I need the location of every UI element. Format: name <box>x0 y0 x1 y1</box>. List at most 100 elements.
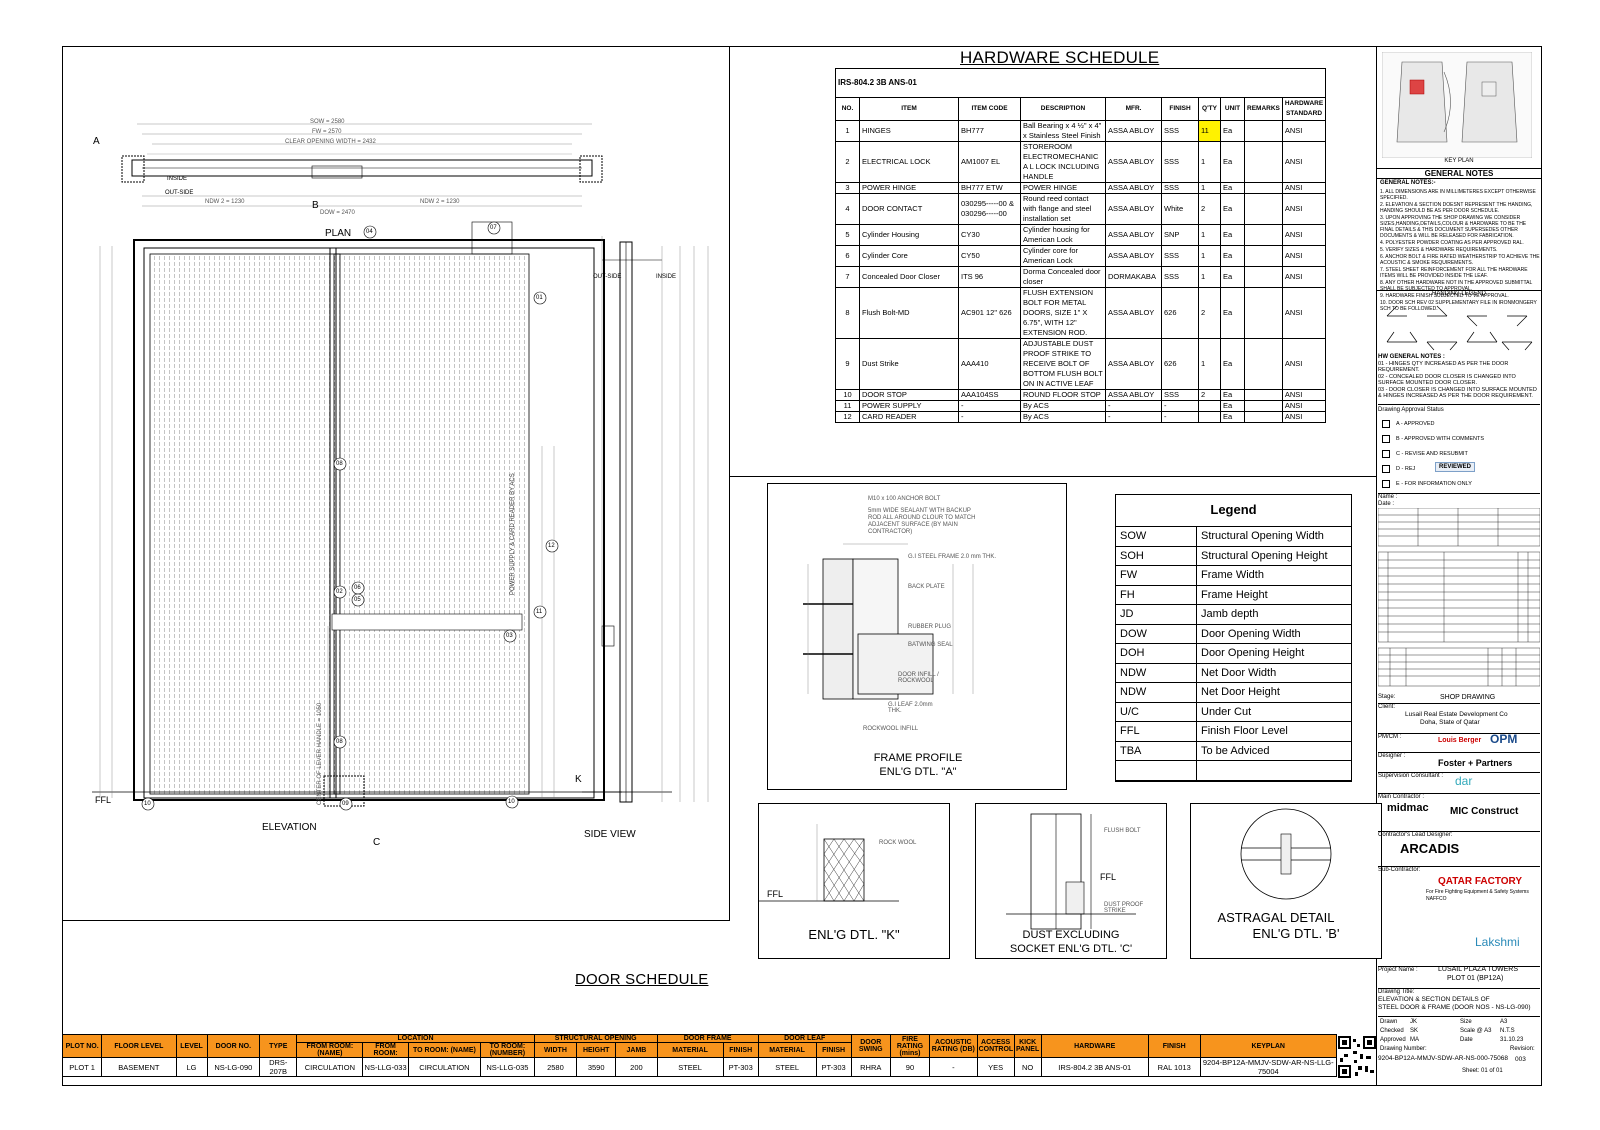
ds-cell: IRS-804.2 3B ANS-01 <box>1040 1057 1149 1077</box>
rubber-plug-note: RUBBER PLUG <box>908 624 952 630</box>
legend-meaning: Net Door Height <box>1196 682 1352 703</box>
sheet-number: Sheet: 01 of 01 <box>1462 1068 1503 1074</box>
hardware-cell-unit: Ea <box>1220 141 1246 183</box>
hardware-cell-standard: ANSI <box>1281 245 1327 267</box>
hardware-cell-qty: 2 <box>1198 389 1222 401</box>
frame-profile-subtitle: ENL'G DTL. "A" <box>879 766 957 778</box>
frame-profile-title: FRAME PROFILE <box>873 752 963 764</box>
ds-cell: 90 <box>889 1057 931 1077</box>
designer-logo: Foster + Partners <box>1438 758 1513 768</box>
general-note: 1. ALL DIMENSIONS ARE IN MILLIMETERES EX… <box>1380 189 1536 201</box>
hardware-cell-unit: Ea <box>1220 287 1246 339</box>
approval-checkbox[interactable] <box>1382 434 1390 443</box>
hardware-cell-item: Dust Strike <box>859 338 959 390</box>
ds-acoustic-rating: ACOUSTIC RATING (DB) <box>929 1034 978 1058</box>
hardware-cell-item-code: BH777 <box>958 120 1021 142</box>
frame-profile-drawing <box>803 543 974 700</box>
handing-legend-title: HANDING LEGEND <box>1376 290 1542 297</box>
legend-abbreviation: SOW <box>1115 526 1197 547</box>
hardware-cell-item-code: - <box>958 400 1021 412</box>
hardware-cell-qty: 1 <box>1198 266 1222 288</box>
hardware-cell-no: 8 <box>835 287 860 339</box>
legend-meaning: Under Cut <box>1196 701 1352 722</box>
checked-value: SK <box>1410 1028 1419 1034</box>
ds-cell: 2580 <box>533 1057 578 1077</box>
col-remarks: REMARKS <box>1244 97 1283 121</box>
hardware-cell-item: DOOR STOP <box>859 389 959 401</box>
hardware-cell-finish: 626 <box>1161 338 1200 390</box>
col-unit: UNIT <box>1220 97 1246 121</box>
ds-cell: 200 <box>615 1057 658 1077</box>
hardware-cell-standard: ANSI <box>1281 287 1327 339</box>
hardware-cell-finish: SNP <box>1161 224 1200 246</box>
astragal-drawing <box>1240 808 1332 900</box>
legend-abbreviation: U/C <box>1115 701 1197 722</box>
legend-meaning: Frame Width <box>1196 565 1352 586</box>
flush-bolt-note: FLUSH BOLT <box>1104 828 1141 834</box>
hardware-cell-item: CARD READER <box>859 411 959 423</box>
hardware-header-row: NO. ITEM ITEM CODE DESCRIPTION MFR. FINI… <box>835 97 1327 121</box>
approval-option[interactable]: E - FOR INFORMATION ONLY <box>1382 476 1532 491</box>
hardware-cell-finish: 626 <box>1161 287 1200 339</box>
hardware-cell-standard: ANSI <box>1281 182 1327 194</box>
scale-label: Scale @ A3 <box>1460 1028 1492 1034</box>
reviewed-stamp: REVIEWED <box>1435 462 1476 472</box>
approval-option[interactable]: A - APPROVED <box>1382 416 1532 431</box>
callout-09: 09 <box>342 801 349 807</box>
mic-construct-logo: MIC Construct <box>1450 806 1519 817</box>
hardware-cell-unit: Ea <box>1220 182 1246 194</box>
hardware-cell-item: Cylinder Housing <box>859 224 959 246</box>
hardware-cell-no: 2 <box>835 141 860 183</box>
hw-general-notes-title: HW GENERAL NOTES : <box>1378 354 1445 360</box>
approval-label: A - APPROVED <box>1396 420 1435 427</box>
hw-general-note: 01 - HINGES QTY INCREASED AS PER THE DOO… <box>1378 361 1509 373</box>
hardware-cell-remarks <box>1244 266 1283 288</box>
hardware-cell-unit: Ea <box>1220 266 1246 288</box>
general-note: 10. DOOR SCH REV 02 SUPPLEMENTARY FILE I… <box>1380 300 1537 312</box>
hardware-cell-item-code: AAA104SS <box>958 389 1021 401</box>
ds-cell: NS-LLG-033 <box>362 1057 409 1077</box>
approval-checkbox[interactable] <box>1382 419 1390 428</box>
project-name: LUSAIL PLAZA TOWERS <box>1438 966 1519 973</box>
date-label: Date : <box>1378 501 1395 507</box>
callout-12: 12 <box>548 543 555 549</box>
approval-checkbox[interactable] <box>1382 464 1390 473</box>
hardware-cell-qty: 1 <box>1198 141 1222 183</box>
ds-cell: RAL 1013 <box>1147 1057 1201 1077</box>
hardware-cell-no: 3 <box>835 182 860 194</box>
drawing-title-label: Drawing Title: <box>1378 988 1540 996</box>
approval-option[interactable]: C - REVISE AND RESUBMIT <box>1382 446 1532 461</box>
hardware-cell-item-code: AM1007 EL <box>958 141 1021 183</box>
client-label: Client: <box>1378 703 1540 711</box>
plan-outside-label: OUT-SIDE <box>165 190 194 196</box>
approval-option[interactable]: B - APPROVED WITH COMMENTS <box>1382 431 1532 446</box>
hardware-cell-item-code: AAA410 <box>958 338 1021 390</box>
approval-checkbox[interactable] <box>1382 449 1390 458</box>
project-label: Project Name : <box>1378 966 1540 974</box>
detail-k-title: ENL'G DTL. "K" <box>808 927 900 942</box>
dim-ndw-1: NDW 2 = 1230 <box>205 199 245 205</box>
detail-c-title-2: SOCKET ENL'G DTL. 'C' <box>1009 943 1133 955</box>
ds-door-frame: DOOR FRAME <box>656 1034 759 1043</box>
ds-cell: LG <box>175 1057 208 1077</box>
callout-10-b: 10 <box>508 799 515 805</box>
hardware-cell-finish: - <box>1161 411 1200 423</box>
sub-contractor-label: Sub-Contractor: <box>1378 866 1540 874</box>
legend-title: Legend <box>1210 502 1257 517</box>
checked-label: Checked <box>1380 1028 1404 1034</box>
hardware-cell-unit: Ea <box>1220 120 1246 142</box>
approved-label: Approved <box>1380 1037 1406 1043</box>
hardware-cell-no: 10 <box>835 389 860 401</box>
gi-frame-note: G.I STEEL FRAME 2.0 mm THK. <box>908 554 997 560</box>
side-view <box>582 236 709 803</box>
revision-number: 003 <box>1515 1056 1526 1063</box>
approval-option[interactable]: D - REJ <box>1382 461 1532 476</box>
ds-cell: 9204-BP12A-MMJV-SDW-AR-NS-LLG-75004 <box>1199 1057 1338 1077</box>
hardware-set-id: IRS-804.2 3B ANS-01 <box>834 68 1327 98</box>
ds-keyplan: KEYPLAN <box>1199 1034 1338 1058</box>
hardware-cell-mfr: ASSA ABLOY <box>1105 389 1163 401</box>
approval-checkbox[interactable] <box>1382 479 1390 488</box>
ds-cell: NS-LLG-035 <box>480 1057 535 1077</box>
